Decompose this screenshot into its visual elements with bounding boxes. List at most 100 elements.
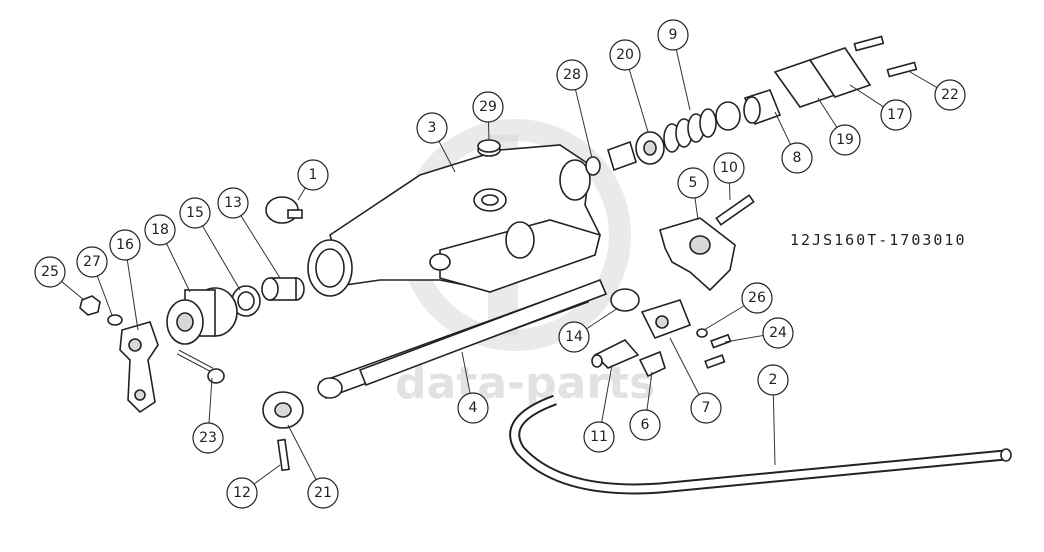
leader-line-10: [728, 182, 731, 201]
callout-20: 20: [609, 39, 641, 71]
leader-line-24: [724, 335, 764, 343]
part-washer-27: [107, 314, 123, 326]
callout-19: 19: [829, 124, 861, 156]
callout-circle: [657, 19, 689, 51]
leader-line-9: [675, 49, 691, 111]
callout-13: 13: [217, 187, 249, 219]
callout-circle: [762, 317, 794, 349]
callout-number: 22: [941, 87, 959, 103]
part-gasket-14: [610, 288, 640, 312]
part-lever-16: [119, 321, 159, 414]
callout-circle: [713, 152, 745, 184]
part-bolt-23: [176, 349, 225, 384]
callout-circle: [217, 187, 249, 219]
callout-5: 5: [677, 167, 709, 199]
callout-22: 22: [934, 79, 966, 111]
callout-number: 15: [186, 205, 204, 221]
callout-circle: [34, 256, 66, 288]
leader-line-25: [61, 281, 85, 301]
callout-17: 17: [880, 99, 912, 131]
part-pin-12: [277, 438, 290, 472]
leader-line-26: [703, 305, 745, 331]
part-bushing-20-stack: [607, 131, 665, 172]
part-screw-24b: [704, 354, 726, 369]
callout-21: 21: [307, 477, 339, 509]
callout-number: 18: [151, 222, 169, 238]
leader-line-22: [909, 71, 938, 88]
leader-line-3: [438, 141, 456, 173]
callout-circle: [880, 99, 912, 131]
callout-number: 24: [769, 325, 787, 341]
callout-7: 7: [690, 392, 722, 424]
part-cover-17: [808, 47, 872, 98]
watermark-text: data-parts: [395, 358, 655, 409]
part-elbow-6: [638, 350, 666, 378]
part-nut-25: [79, 295, 101, 316]
callout-25: 25: [34, 256, 66, 288]
callout-number: 12: [233, 485, 251, 501]
callout-number: 6: [641, 417, 650, 433]
part-flange-21: [262, 391, 304, 429]
callout-number: 11: [590, 429, 608, 445]
part-hose-2: [509, 394, 1012, 495]
part-bolt-22a: [853, 35, 885, 52]
callout-number: 27: [83, 254, 101, 270]
part-bushing-13: [261, 277, 305, 301]
callout-16: 16: [109, 229, 141, 261]
callout-circle: [192, 422, 224, 454]
drawing-code: 12JS160T-1703010: [790, 231, 967, 249]
callout-10: 10: [713, 152, 745, 184]
callout-number: 25: [41, 264, 59, 280]
callout-number: 8: [793, 150, 802, 166]
callout-number: 28: [563, 67, 581, 83]
callout-circle: [109, 229, 141, 261]
callout-circle: [741, 282, 773, 314]
callout-6: 6: [629, 409, 661, 441]
callout-number: 4: [469, 400, 478, 416]
part-bushing-8: [743, 89, 782, 126]
callout-number: 10: [720, 160, 738, 176]
callout-number: 16: [116, 237, 134, 253]
callout-circle: [583, 421, 615, 453]
callout-circle: [179, 197, 211, 229]
callout-number: 21: [314, 485, 332, 501]
callout-number: 29: [479, 99, 497, 115]
leader-line-14: [586, 307, 619, 330]
leader-line-15: [202, 225, 241, 291]
callout-number: 2: [769, 372, 778, 388]
callout-circle: [609, 39, 641, 71]
leader-line-4: [461, 351, 471, 394]
leader-line-29: [487, 121, 490, 141]
callout-number: 13: [224, 195, 242, 211]
callout-circle: [757, 364, 789, 396]
part-fitting-11: [591, 339, 640, 369]
leader-line-5: [694, 197, 699, 221]
callout-15: 15: [179, 197, 211, 229]
callout-circle: [558, 321, 590, 353]
callout-number: 20: [616, 47, 634, 63]
leader-line-18: [166, 243, 191, 293]
callout-8: 8: [781, 142, 813, 174]
callout-4: 4: [457, 392, 489, 424]
callout-3: 3: [416, 112, 448, 144]
part-oring-28: [585, 156, 601, 176]
callout-number: 17: [887, 107, 905, 123]
callout-number: 9: [669, 27, 678, 43]
callout-27: 27: [76, 246, 108, 278]
callout-26: 26: [741, 282, 773, 314]
callout-9: 9: [657, 19, 689, 51]
callout-circle: [934, 79, 966, 111]
part-washer-20b: [715, 101, 741, 131]
leader-line-21: [287, 424, 317, 480]
callout-labels: 1234567891011121314151617181920212223242…: [34, 19, 966, 509]
part-bracket-5: [659, 217, 736, 292]
callout-18: 18: [144, 214, 176, 246]
leader-line-12: [253, 464, 281, 485]
callout-14: 14: [558, 321, 590, 353]
part-ring-29: [477, 139, 501, 157]
callout-23: 23: [192, 422, 224, 454]
callout-circle: [226, 477, 258, 509]
callout-circle: [416, 112, 448, 144]
leader-line-11: [601, 364, 613, 423]
